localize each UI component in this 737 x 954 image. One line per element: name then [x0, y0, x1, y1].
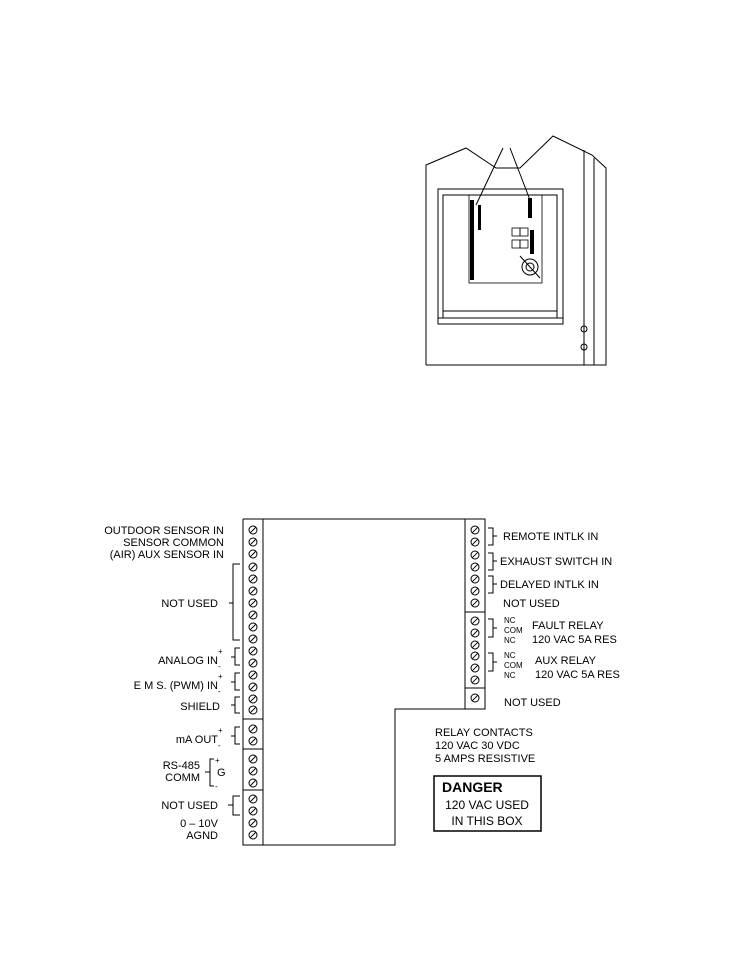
relay-info-line2: 120 VAC 30 VDC: [435, 740, 520, 752]
aux-rating-label: 120 VAC 5A RES: [535, 669, 620, 681]
danger-title: DANGER: [442, 779, 503, 795]
ems-in-label: E M S. (PWM) IN: [134, 680, 218, 692]
relay-info-line1: RELAY CONTACTS: [435, 727, 533, 739]
analog-minus: -: [218, 662, 221, 671]
ma-minus: -: [218, 741, 221, 750]
fault-com: COM: [504, 626, 523, 635]
not-used-label-2: NOT USED: [161, 800, 218, 812]
sensor-common-label: SENSOR COMMON: [123, 537, 224, 549]
aux-nc-2: NC: [504, 671, 516, 680]
ma-plus: +: [218, 726, 223, 735]
left-brackets: [205, 563, 240, 816]
outdoor-sensor-label: OUTDOOR SENSOR IN: [104, 525, 224, 537]
ma-out-label: mA OUT: [176, 734, 218, 746]
agnd-label: AGND: [186, 830, 218, 842]
ems-plus: +: [218, 672, 223, 681]
not-used-label-b: NOT USED: [504, 697, 561, 709]
ems-minus: -: [218, 687, 221, 696]
danger-box: DANGER 120 VAC USED IN THIS BOX: [433, 775, 542, 832]
rs485-g: G: [217, 767, 226, 779]
aux-sensor-label: (AIR) AUX SENSOR IN: [110, 549, 224, 561]
leader-line-right: [509, 147, 531, 201]
right-labels: REMOTE INTLK IN EXHAUST SWITCH IN DELAYE…: [500, 531, 620, 709]
right-terminal-screws: [470, 525, 480, 703]
aux-com: COM: [504, 661, 523, 670]
fault-rating-label: 120 VAC 5A RES: [532, 634, 617, 646]
cabinet-illustration: [425, 135, 607, 366]
shield-label: SHIELD: [180, 701, 220, 713]
remote-intlk-label: REMOTE INTLK IN: [503, 531, 598, 543]
relay-contacts-info: RELAY CONTACTS 120 VAC 30 VDC 5 AMPS RES…: [435, 727, 535, 765]
exhaust-switch-label: EXHAUST SWITCH IN: [500, 556, 612, 568]
analog-in-label: ANALOG IN: [158, 655, 218, 667]
left-labels: OUTDOOR SENSOR IN SENSOR COMMON (AIR) AU…: [104, 525, 225, 842]
0-10v-label: 0 – 10V: [180, 818, 219, 830]
rs485-minus: -: [215, 782, 218, 791]
leader-line-left: [475, 147, 504, 206]
cabinet-outline: [425, 135, 607, 366]
rs485-plus: +: [215, 756, 220, 765]
delayed-intlk-label: DELAYED INTLK IN: [500, 579, 599, 591]
relay-info-line3: 5 AMPS RESISTIVE: [435, 753, 535, 765]
analog-plus: +: [218, 647, 223, 656]
circuit-board: [468, 194, 543, 284]
aux-relay-label: AUX RELAY: [535, 655, 597, 667]
left-terminal-screws: [248, 525, 258, 840]
rs485-label: RS-485: [163, 760, 200, 772]
not-used-label-a: NOT USED: [503, 598, 560, 610]
aux-nc-1: NC: [504, 651, 516, 660]
fault-nc-1: NC: [504, 616, 516, 625]
danger-line1: 120 VAC USED: [445, 798, 529, 812]
fault-nc-2: NC: [504, 636, 516, 645]
not-used-label-1: NOT USED: [161, 598, 218, 610]
comm-label: COMM: [165, 772, 200, 784]
round-component: [521, 258, 539, 276]
danger-line2: IN THIS BOX: [451, 814, 522, 828]
fault-relay-label: FAULT RELAY: [532, 620, 604, 632]
terminal-board: [242, 518, 486, 846]
right-brackets: [488, 527, 497, 672]
